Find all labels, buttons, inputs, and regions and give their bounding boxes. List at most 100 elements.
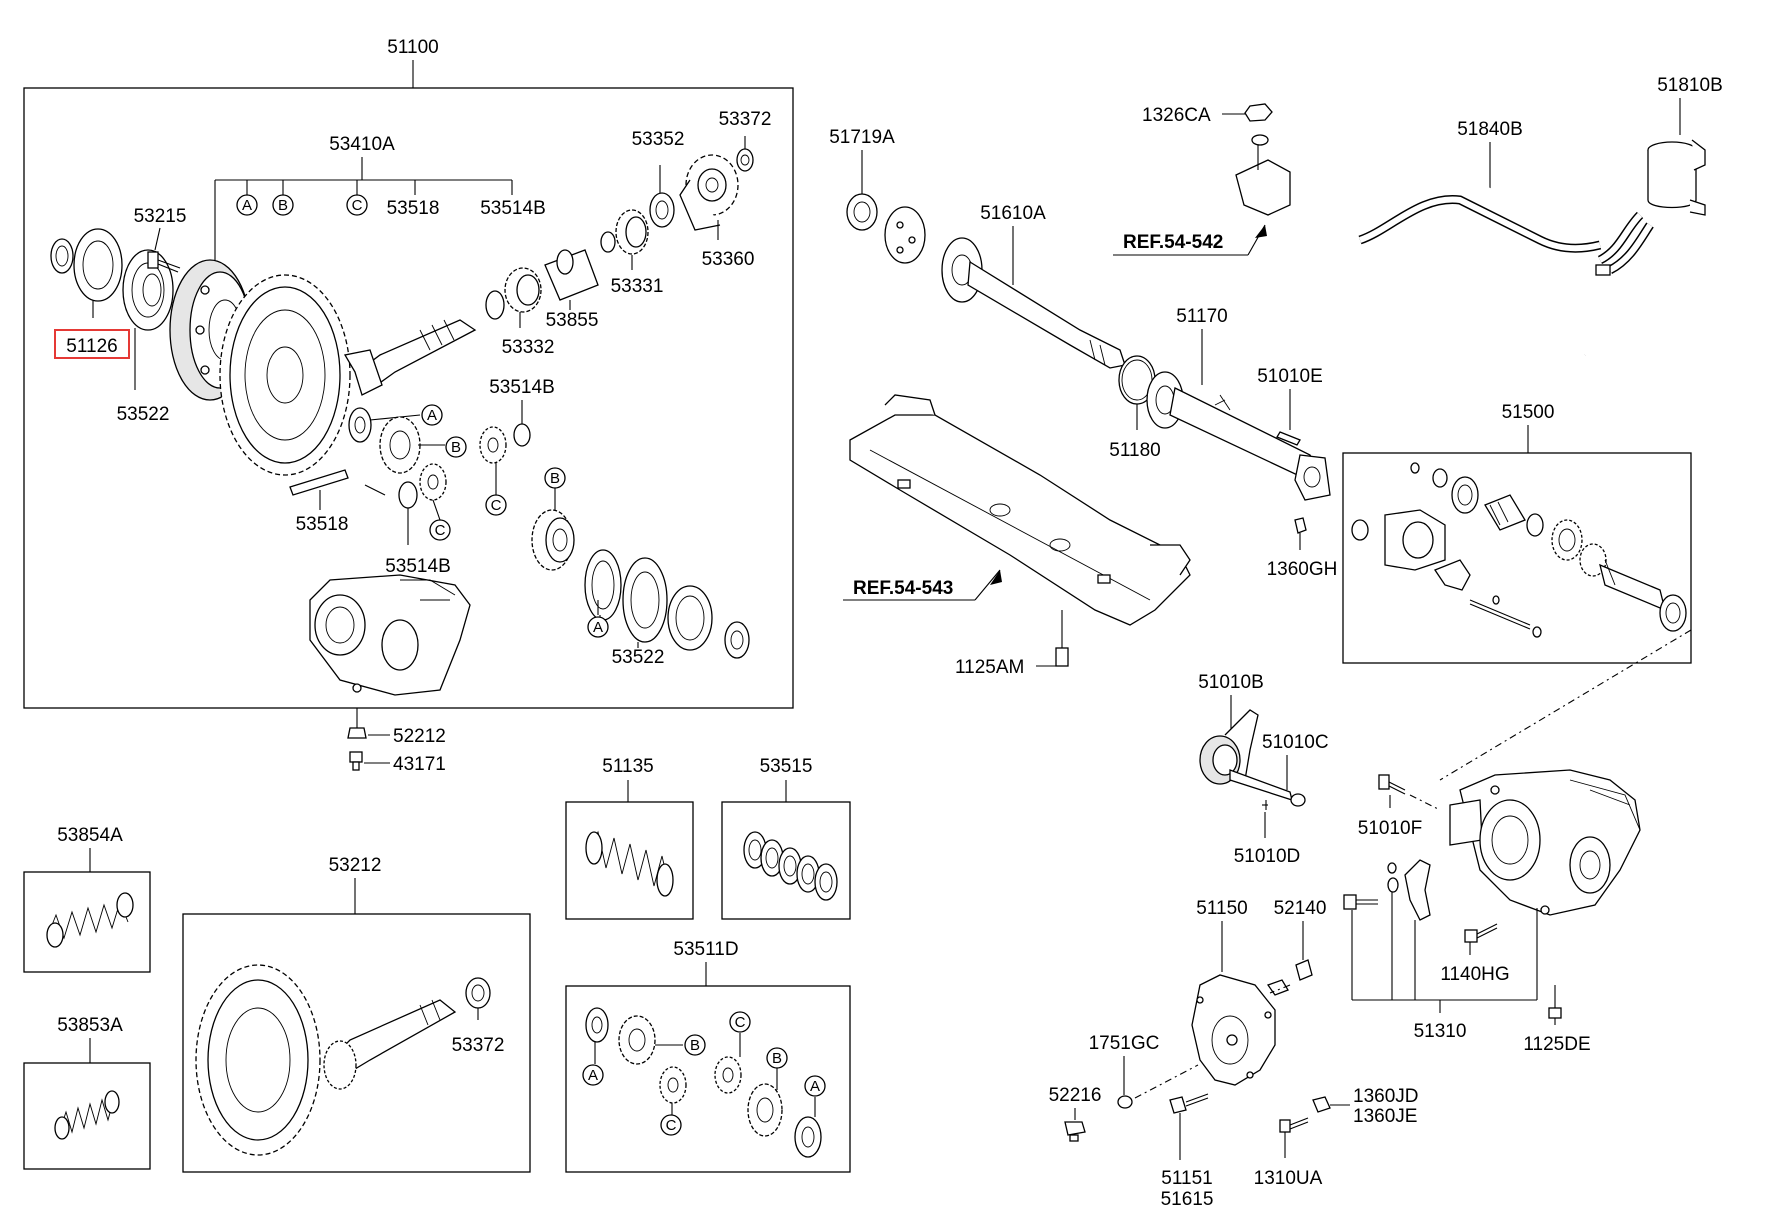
bracket-51310-part <box>1404 859 1431 921</box>
label-53514B-a[interactable]: 53514B <box>480 198 546 219</box>
callout-A-5: A <box>804 1075 826 1097</box>
label-53372-b[interactable]: 53372 <box>452 1035 505 1056</box>
label-51810B[interactable]: 51810B <box>1657 75 1723 96</box>
label-51010F[interactable]: 51010F <box>1358 818 1422 839</box>
bearing-53522-part <box>122 249 174 331</box>
svg-text:C: C <box>491 497 502 514</box>
svg-text:B: B <box>451 439 461 456</box>
label-53853A[interactable]: 53853A <box>57 1015 123 1036</box>
washer-part-1 <box>348 407 372 443</box>
label-53515[interactable]: 53515 <box>760 756 813 777</box>
pinion-gear-part-1 <box>419 463 447 501</box>
svg-text:C: C <box>735 1014 746 1031</box>
label-51100[interactable]: 51100 <box>387 37 438 58</box>
spacer-53855-part <box>544 249 599 301</box>
label-1326CA[interactable]: 1326CA <box>1142 105 1211 126</box>
label-51840B[interactable]: 51840B <box>1457 119 1523 140</box>
label-51170[interactable]: 51170 <box>1176 306 1227 327</box>
side-gear-part-1 <box>379 416 421 474</box>
label-51126[interactable]: 51126 <box>66 336 117 357</box>
flange-53360-part <box>679 154 739 231</box>
actuator-51010B-part <box>1199 709 1306 807</box>
label-51310[interactable]: 51310 <box>1414 1021 1467 1042</box>
label-1751GC[interactable]: 1751GC <box>1089 1033 1160 1054</box>
seal-53352-part <box>649 192 675 228</box>
svg-text:C: C <box>666 1117 677 1134</box>
label-53854A[interactable]: 53854A <box>57 825 123 846</box>
label-53331[interactable]: 53331 <box>611 276 664 297</box>
label-51615[interactable]: 51615 <box>1161 1189 1214 1210</box>
label-1360JD[interactable]: 1360JD <box>1353 1086 1419 1107</box>
label-1360GH[interactable]: 1360GH <box>1267 559 1338 580</box>
svg-text:B: B <box>550 470 560 487</box>
label-53212[interactable]: 53212 <box>329 855 382 876</box>
label-51150[interactable]: 51150 <box>1196 898 1247 919</box>
label-1310UA[interactable]: 1310UA <box>1254 1168 1323 1189</box>
bearing-53331-part <box>615 209 649 255</box>
label-52140[interactable]: 52140 <box>1274 898 1327 919</box>
label-52212[interactable]: 52212 <box>393 726 446 747</box>
ref-54-542[interactable]: REF.54-542 <box>1123 232 1223 253</box>
label-51610A[interactable]: 51610A <box>980 203 1046 224</box>
callout-B-2: B <box>445 436 467 458</box>
label-53522-a[interactable]: 53522 <box>117 404 170 425</box>
canister-51810B-part <box>1647 139 1706 216</box>
label-1360JE[interactable]: 1360JE <box>1353 1106 1417 1127</box>
axle-housing-part <box>1449 769 1641 916</box>
label-53352[interactable]: 53352 <box>632 129 685 150</box>
label-52216[interactable]: 52216 <box>1049 1085 1102 1106</box>
label-51719A[interactable]: 51719A <box>829 127 895 148</box>
callout-C-3: C <box>485 494 507 516</box>
label-53410A[interactable]: 53410A <box>329 134 395 155</box>
label-53514B-c[interactable]: 53514B <box>385 556 451 577</box>
bolt-1310UA-part <box>1279 1117 1309 1133</box>
label-53855[interactable]: 53855 <box>546 310 599 331</box>
label-51010C[interactable]: 51010C <box>1262 732 1329 753</box>
bolt-51010F-part <box>1378 774 1406 795</box>
svg-text:B: B <box>278 197 288 214</box>
spring-53854A-group: 53854A <box>23 825 151 973</box>
label-51500[interactable]: 51500 <box>1502 402 1555 423</box>
pinion-gear-part-2 <box>479 426 507 464</box>
svg-text:A: A <box>242 197 252 214</box>
label-1140HG[interactable]: 1140HG <box>1440 964 1509 985</box>
label-53514B-b[interactable]: 53514B <box>489 377 555 398</box>
label-51010B[interactable]: 51010B <box>1198 672 1264 693</box>
callout-A-4: A <box>582 1064 604 1086</box>
callout-C-1: C <box>346 194 368 216</box>
bolt-43171-part <box>349 751 363 771</box>
label-43171[interactable]: 43171 <box>393 754 446 775</box>
callout-A-2: A <box>421 404 443 426</box>
plate-part <box>884 206 926 264</box>
shim-51126-part <box>73 228 123 302</box>
ref-54-543[interactable]: REF.54-543 <box>853 578 953 599</box>
highlight-51126 <box>54 329 130 359</box>
label-53372-a[interactable]: 53372 <box>719 109 772 130</box>
svg-text:B: B <box>690 1037 700 1054</box>
callout-C-2: C <box>429 519 451 541</box>
label-51151[interactable]: 51151 <box>1161 1168 1212 1189</box>
drain-plug-part <box>347 727 367 739</box>
label-53518-a[interactable]: 53518 <box>387 198 440 219</box>
svg-text:A: A <box>810 1078 820 1095</box>
label-51180[interactable]: 51180 <box>1109 440 1160 461</box>
label-53332[interactable]: 53332 <box>502 337 555 358</box>
label-51135[interactable]: 51135 <box>602 756 653 777</box>
label-1125DE[interactable]: 1125DE <box>1523 1034 1590 1055</box>
label-53360[interactable]: 53360 <box>702 249 755 270</box>
label-51010E[interactable]: 51010E <box>1257 366 1323 387</box>
gear-set-53212-group: 53212 53372 <box>182 855 531 1173</box>
washers-53515-group: 53515 <box>721 756 851 920</box>
label-53522-b[interactable]: 53522 <box>612 647 665 668</box>
label-53518-b[interactable]: 53518 <box>296 514 349 535</box>
label-51010D[interactable]: 51010D <box>1234 846 1301 867</box>
disconnect-assembly-51500-group: 51500 <box>1342 402 1692 664</box>
label-53511D[interactable]: 53511D <box>673 939 738 960</box>
label-1125AM[interactable]: 1125AM <box>955 657 1024 678</box>
label-53215[interactable]: 53215 <box>134 206 187 227</box>
plug-52216-part <box>1064 1121 1086 1142</box>
bolt-51010E-part <box>1276 431 1301 446</box>
washer-51310-part <box>1387 877 1399 893</box>
crossmember-part <box>849 394 1191 626</box>
spring-51135-group: 51135 <box>565 756 694 920</box>
